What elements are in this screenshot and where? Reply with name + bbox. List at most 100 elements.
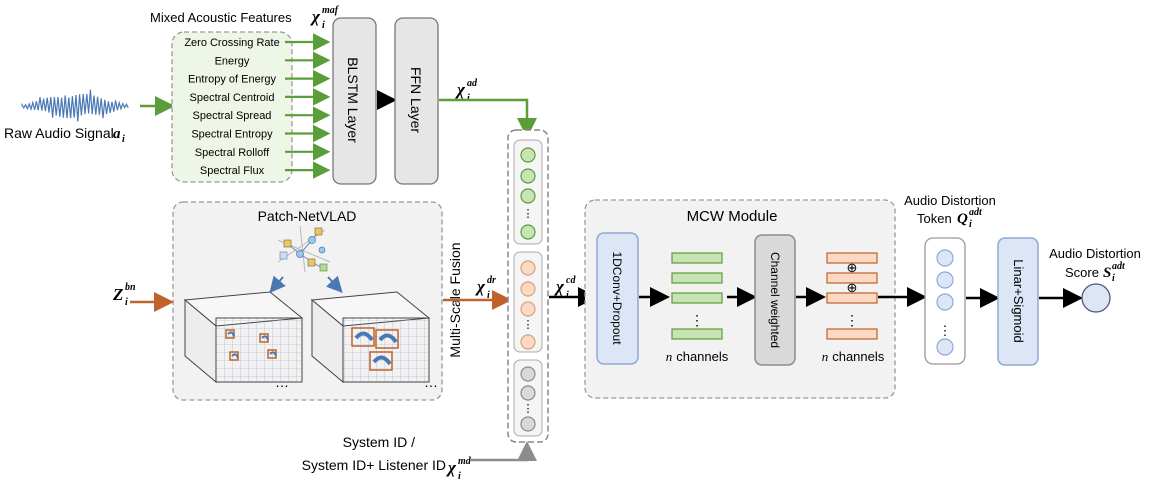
ffn-layer-box: [394, 17, 439, 185]
token-circle: [520, 281, 536, 297]
token-circle: [936, 293, 954, 311]
md-symbol: χ: [446, 458, 457, 477]
channels-vdots-1: ⋮: [690, 312, 704, 328]
s-sup: adt: [1112, 261, 1126, 272]
green-channels: [671, 252, 723, 340]
token-circle: [520, 301, 536, 317]
token-circle: [936, 338, 954, 356]
q-sub: i: [969, 219, 972, 230]
channel-weighted-box: [754, 234, 796, 366]
feature-label: Spectral Flux: [200, 165, 265, 177]
dr-sup: dr: [487, 275, 496, 286]
ellipsis-left: …: [275, 374, 289, 390]
orange-channels: ⊕⊕: [826, 252, 878, 340]
feature-label: Energy: [215, 55, 250, 67]
channels-vdots-2: ⋮: [845, 312, 859, 328]
z-sup: bn: [125, 282, 136, 293]
token-circle: [520, 366, 536, 382]
green-channel-bar: [671, 292, 723, 304]
linear-sigmoid-box: [997, 237, 1039, 366]
orange-channel-bar: [826, 272, 878, 284]
maf-symbol: χ: [310, 7, 321, 26]
feature-label: Spectral Entropy: [191, 129, 273, 141]
orange-channel-bar: [826, 328, 878, 340]
conv-dropout-label: 1DConv+Dropout: [610, 251, 624, 345]
raw-audio-sub: i: [122, 134, 125, 145]
z-symbol: Z: [112, 285, 123, 304]
token-circle: [520, 416, 536, 432]
channel-weighted-label: Channel weighted: [768, 252, 782, 348]
blstm-layer-label: BLSTM Layer: [345, 57, 361, 143]
oplus-symbol: ⊕: [847, 280, 858, 295]
md-sub: i: [458, 471, 461, 482]
dr-sub: i: [487, 290, 490, 301]
maf-sup: maf: [322, 5, 340, 16]
linear-sigmoid-label: Linar+Sigmoid: [1011, 259, 1026, 342]
score-line2: Score: [1065, 265, 1099, 280]
cd-sub: i: [566, 290, 569, 301]
oplus-symbol: ⊕: [847, 260, 858, 275]
ffn-layer-label: FFN Layer: [408, 67, 424, 133]
dr-symbol: χ: [475, 277, 486, 296]
patch-netvlad-title: Patch-NetVLAD: [258, 208, 357, 224]
ellipsis-right: …: [424, 374, 438, 390]
features-box: [171, 31, 293, 183]
z-sub: i: [125, 297, 128, 308]
raw-audio-label: Raw Audio Signal: [4, 125, 114, 141]
cluster-graph-icon: [277, 225, 331, 273]
cd-sup: cd: [566, 275, 576, 286]
score-circle: [1081, 283, 1111, 313]
green-channel-bar: [671, 272, 723, 284]
feature-label: Zero Crossing Rate: [184, 37, 279, 49]
cluster-left-arrow: [269, 275, 286, 294]
adt-token-line1: Audio Distortion: [904, 193, 996, 208]
adt-token-circles: [936, 249, 954, 356]
adt-token-line2: Token: [917, 211, 952, 226]
mixed-features-title: Mixed Acoustic Features: [150, 10, 292, 25]
orange-channel-bar: [826, 292, 878, 304]
mcw-module-title: MCW Module: [687, 208, 778, 225]
feature-label: Entropy of Energy: [188, 74, 277, 86]
token-circle: [520, 334, 536, 350]
conv-dropout-box: [596, 232, 639, 365]
s-sub: i: [1112, 273, 1115, 284]
ad-symbol: χ: [455, 80, 466, 99]
orange-channel-bar: [826, 252, 878, 264]
feature-label: Spectral Rolloff: [195, 147, 270, 159]
concat-token-circles: ⋮⋮⋮: [520, 147, 536, 432]
raw-audio-symbol: a: [113, 126, 121, 142]
sysid-line1: System ID /: [343, 434, 415, 450]
waveform-icon: [21, 89, 129, 122]
q-sup: adt: [969, 207, 983, 218]
maf-sub: i: [322, 20, 325, 31]
ad-sup: ad: [467, 78, 478, 89]
sysid-line2: System ID+ Listener ID: [302, 457, 446, 473]
ad-sub: i: [467, 93, 470, 104]
token-circle: [520, 385, 536, 401]
s-symbol: S: [1103, 265, 1111, 281]
md-sup: md: [458, 456, 472, 467]
q-symbol: Q: [957, 211, 968, 227]
ffn-to-concat-arrow: [439, 98, 537, 138]
blstm-layer-box: [332, 17, 377, 185]
token-circle: [520, 168, 536, 184]
md-to-concat-arrow: [470, 441, 537, 462]
green-channel-bar: [671, 252, 723, 264]
token-circle: [520, 260, 536, 276]
token-circle: [520, 147, 536, 163]
score-line1: Audio Distortion: [1049, 246, 1141, 261]
token-circle: [520, 188, 536, 204]
green-channel-bar: [671, 328, 723, 340]
feature-label: Spectral Centroid: [190, 92, 275, 104]
token-circle: [520, 224, 536, 240]
vdots: ⋮: [523, 319, 534, 331]
token-circle: [936, 249, 954, 267]
token-vdots: ⋮: [939, 323, 952, 338]
feature-label: Spectral Spread: [193, 110, 272, 122]
feature-map-left: [183, 291, 304, 384]
token-circle: [936, 271, 954, 289]
